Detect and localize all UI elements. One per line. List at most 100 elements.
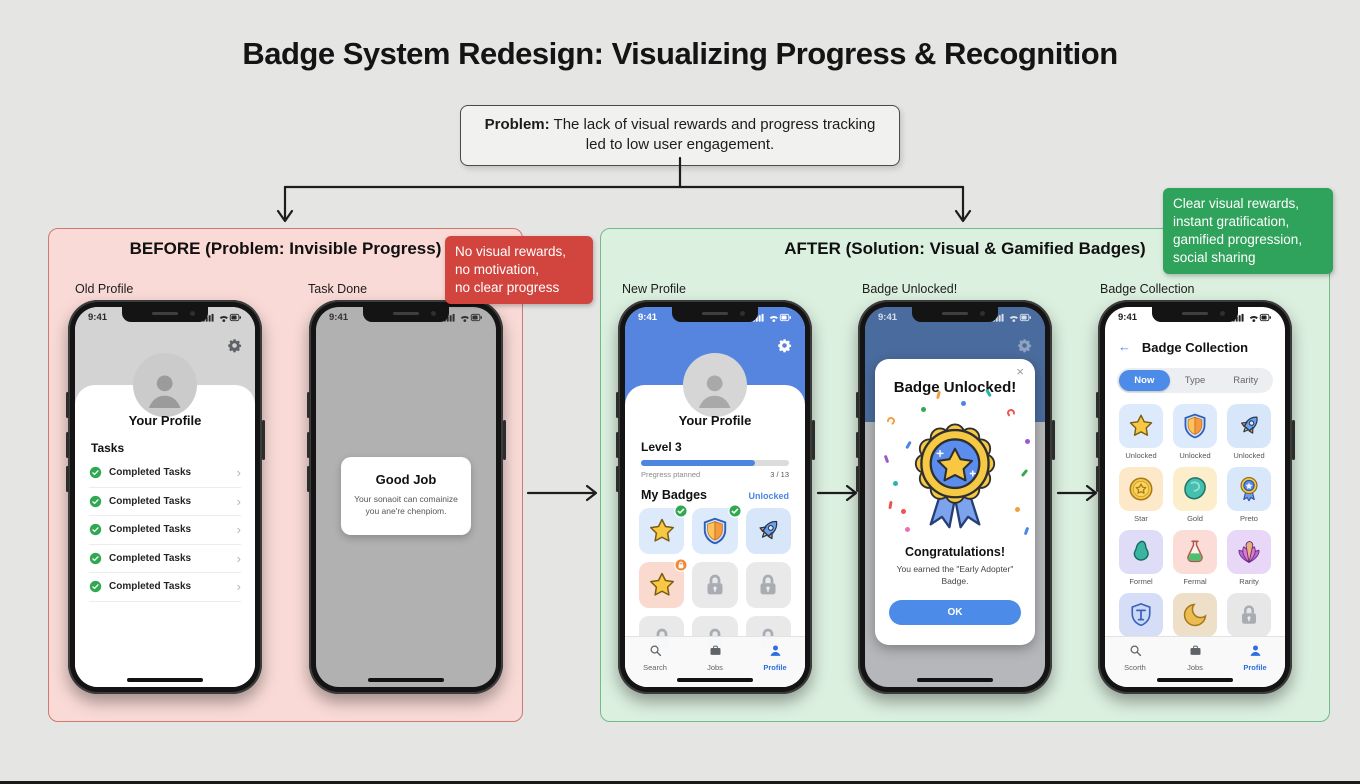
person-icon bbox=[768, 643, 783, 658]
badge-rocket: Unlocked bbox=[1227, 404, 1271, 460]
task-label: Completed Tasks bbox=[109, 524, 192, 536]
badge-lock bbox=[745, 562, 791, 608]
filter-segmented-control: Now Type Rarity bbox=[1117, 368, 1273, 393]
filter-type[interactable]: Type bbox=[1184, 375, 1206, 386]
crescent-badge-tile[interactable] bbox=[1173, 593, 1217, 637]
badge-label: Unlocked bbox=[1125, 451, 1157, 460]
back-arrow-icon[interactable]: ← bbox=[1118, 339, 1131, 354]
phone-caption-new-profile: New Profile bbox=[622, 282, 686, 296]
tab-search[interactable]: Search bbox=[625, 643, 685, 687]
star-icon bbox=[647, 516, 677, 546]
badge-star bbox=[639, 558, 689, 608]
magnifier-icon bbox=[648, 643, 663, 658]
gem-badge-tile[interactable] bbox=[1173, 467, 1217, 511]
fan-badge-tile[interactable] bbox=[1227, 530, 1271, 574]
lock-badge-tile[interactable] bbox=[692, 562, 738, 608]
rosette-badge-icon bbox=[899, 411, 1011, 535]
unlocked-link[interactable]: Unlocked bbox=[748, 491, 789, 501]
ok-button[interactable]: OK bbox=[889, 600, 1021, 625]
flask-badge-tile[interactable] bbox=[1173, 530, 1217, 574]
badge-label: Gold bbox=[1187, 514, 1203, 523]
filter-now[interactable]: Now bbox=[1119, 370, 1170, 391]
task-row[interactable]: Completed Tasks› bbox=[89, 516, 241, 545]
close-icon[interactable]: × bbox=[1016, 364, 1024, 379]
badge-unlocked-modal: × Badge Unlocked! bbox=[875, 359, 1035, 645]
rocket-badge-tile[interactable] bbox=[745, 508, 791, 554]
tab-profile[interactable]: Profile bbox=[745, 643, 805, 687]
tab-scorth[interactable]: Scorth bbox=[1105, 643, 1165, 687]
problem-box: Problem: The lack of visual rewards and … bbox=[460, 105, 900, 166]
status-time: 9:41 bbox=[878, 312, 898, 323]
after-panel-title: AFTER (Solution: Visual & Gamified Badge… bbox=[784, 239, 1146, 258]
star-badge-tile[interactable] bbox=[639, 504, 689, 554]
phone-caption-badge-unlocked: Badge Unlocked! bbox=[862, 282, 958, 296]
shield-icon bbox=[700, 516, 730, 546]
status-icons bbox=[752, 312, 792, 323]
tab-jobs[interactable]: Jobs bbox=[1165, 643, 1225, 687]
status-icons bbox=[202, 312, 242, 323]
status-icons bbox=[443, 312, 483, 323]
badge-label: Formel bbox=[1129, 577, 1153, 586]
badge-blob: Formel bbox=[1119, 530, 1163, 586]
crescent-icon bbox=[1181, 601, 1209, 629]
badge-shield: Unlocked bbox=[1173, 404, 1217, 460]
rosette-badge-tile[interactable] bbox=[1227, 467, 1271, 511]
star-badge-tile[interactable] bbox=[1119, 404, 1163, 448]
check-icon bbox=[89, 552, 102, 565]
confetti bbox=[1025, 439, 1030, 444]
star-icon bbox=[647, 570, 677, 600]
task-row[interactable]: Completed Tasks› bbox=[89, 573, 241, 602]
home-indicator bbox=[368, 678, 444, 682]
star-badge-tile[interactable] bbox=[639, 558, 689, 608]
confetti bbox=[1020, 468, 1029, 478]
settings-gear-icon[interactable] bbox=[227, 338, 242, 353]
shield-icon bbox=[1181, 412, 1209, 440]
settings-gear-icon[interactable] bbox=[777, 338, 792, 353]
badge-label: Unlocked bbox=[1179, 451, 1211, 460]
medal-badge-tile[interactable] bbox=[1119, 467, 1163, 511]
task-row[interactable]: Completed Tasks› bbox=[89, 545, 241, 573]
chevron-right-icon: › bbox=[236, 465, 241, 481]
badge-lock bbox=[692, 562, 738, 608]
badge-star bbox=[639, 504, 689, 554]
badge-label: Fermal bbox=[1183, 577, 1207, 586]
progress-label: Pregress ptanned bbox=[641, 470, 701, 479]
shield-badge-tile[interactable] bbox=[692, 504, 742, 554]
confetti bbox=[885, 415, 897, 427]
blob-badge-tile[interactable] bbox=[1119, 530, 1163, 574]
my-badges-title: My Badges bbox=[641, 488, 707, 502]
chevron-right-icon: › bbox=[236, 550, 241, 566]
callout-line: no motivation, bbox=[455, 262, 540, 277]
phone-caption-task-done: Task Done bbox=[308, 282, 368, 296]
rocket-badge-tile[interactable] bbox=[1227, 404, 1271, 448]
task-row[interactable]: Completed Tasks› bbox=[89, 488, 241, 516]
confetti bbox=[883, 454, 890, 464]
phone-notch bbox=[363, 307, 449, 322]
before-panel-title: BEFORE (Problem: Invisible Progress) bbox=[129, 239, 442, 258]
lock-icon bbox=[1235, 601, 1263, 629]
shieldT-badge-tile[interactable] bbox=[1119, 593, 1163, 637]
tab-jobs[interactable]: Jobs bbox=[685, 643, 745, 687]
task-row[interactable]: Completed Tasks› bbox=[89, 459, 241, 488]
lock-badge-tile[interactable] bbox=[745, 562, 791, 608]
lock-badge-tile[interactable] bbox=[1227, 593, 1271, 637]
phone-notch bbox=[672, 307, 758, 322]
task-label: Completed Tasks bbox=[109, 581, 192, 593]
tasks-section-title: Tasks bbox=[91, 441, 125, 455]
filter-rarity[interactable]: Rarity bbox=[1233, 375, 1259, 386]
person-icon bbox=[1248, 643, 1263, 658]
phone-caption-badge-collection: Badge Collection bbox=[1100, 282, 1195, 296]
tab-profile[interactable]: Profile bbox=[1225, 643, 1285, 687]
phone-screen: 9:41 × Badge Unlocked! bbox=[865, 307, 1045, 687]
status-icons bbox=[1232, 312, 1272, 323]
tab-label: Profile bbox=[1243, 663, 1267, 672]
person-silhouette-icon bbox=[691, 365, 738, 417]
progress-bar bbox=[641, 460, 789, 466]
phone-badge-unlocked: 9:41 × Badge Unlocked! bbox=[855, 300, 1055, 694]
phone-screen: 9:41 ← Badge Collection Now Type Rarity … bbox=[1105, 307, 1285, 687]
page-title: Badge System Redesign: Visualizing Progr… bbox=[242, 36, 1118, 71]
shield-badge-tile[interactable] bbox=[1173, 404, 1217, 448]
tasks-list: Completed Tasks›Completed Tasks›Complete… bbox=[89, 459, 241, 602]
medal-icon bbox=[1127, 475, 1155, 503]
